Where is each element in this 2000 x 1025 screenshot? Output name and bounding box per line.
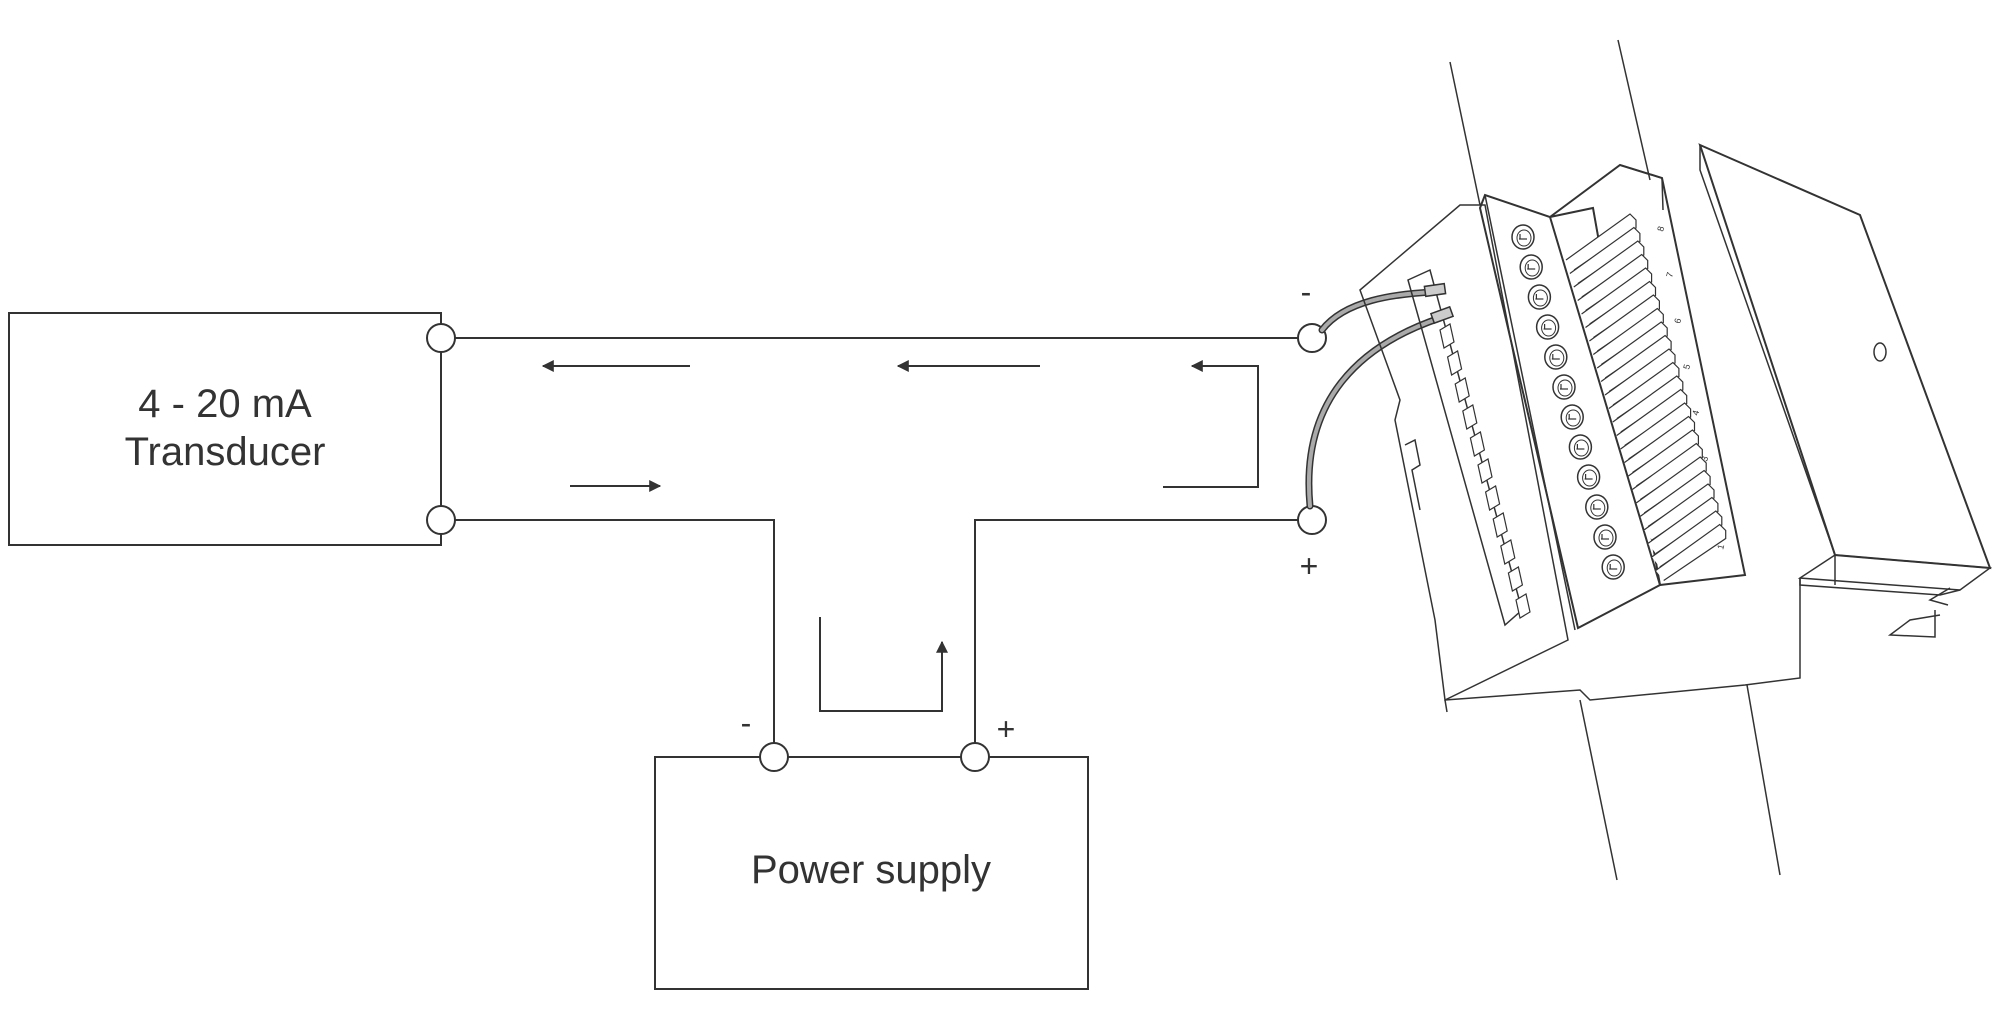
- spring-clamp: [1655, 523, 1727, 581]
- screw-icon: [1544, 344, 1568, 370]
- supply-minus-sign: -: [741, 705, 752, 741]
- wire-slot: [1515, 593, 1531, 619]
- wire-slot: [1469, 431, 1486, 457]
- cable-plus-inner: [1306, 316, 1442, 508]
- wire-slot: [1446, 350, 1463, 376]
- wire-slot: [1462, 404, 1478, 430]
- module-terminal-plus: [1297, 505, 1327, 535]
- wire-slot: [1500, 539, 1516, 565]
- wire-slot: [1477, 458, 1493, 484]
- flow-arrow-corner: [1163, 360, 1259, 488]
- screw-icon: [1519, 254, 1543, 280]
- module-channel-7: 7: [1664, 271, 1675, 278]
- module-channel-8: 8: [1655, 225, 1666, 232]
- screw-icon: [1552, 374, 1576, 400]
- power-supply-label: Power supply: [751, 848, 991, 892]
- wire-entry-slots: [1439, 323, 1531, 619]
- transducer-label-line2: Transducer: [125, 430, 326, 474]
- flow-arrow-up: [819, 617, 948, 712]
- module-channel-1: 1: [1715, 543, 1726, 550]
- cable-minus-inner: [1320, 290, 1435, 332]
- transducer-terminal-top: [426, 323, 456, 353]
- module-plus-sign: +: [1300, 548, 1319, 584]
- module-channel-5: 5: [1681, 363, 1692, 370]
- screw-icon: [1568, 434, 1593, 460]
- wire-slot: [1484, 485, 1501, 511]
- module-channel-6: 6: [1672, 317, 1683, 324]
- spring-clamps: [1565, 213, 1727, 581]
- transducer-box: [8, 312, 442, 546]
- transducer-label-line1: 4 - 20 mA: [138, 382, 312, 426]
- screw-icon: [1535, 314, 1560, 340]
- screw-icon: [1576, 464, 1601, 490]
- bottom-right-wire: [974, 519, 1312, 757]
- screw-icon: [1593, 524, 1617, 550]
- module-minus-sign: -: [1301, 274, 1312, 310]
- module-channel-3: 3: [1699, 455, 1710, 462]
- supply-terminal-plus: [960, 742, 990, 772]
- transducer-terminal-bottom: [426, 505, 456, 535]
- wire-slot: [1492, 512, 1508, 538]
- wire-slot: [1454, 377, 1470, 403]
- wire-slot: [1439, 323, 1455, 349]
- bottom-left-wire: [441, 519, 775, 757]
- screw-icon: [1601, 554, 1625, 580]
- io-module-illustration: 8 7 6 5 4 3 2 1: [1359, 39, 1993, 881]
- cable-plus: [1305, 314, 1444, 510]
- screw-icon: [1560, 404, 1584, 430]
- screw-icon: [1585, 494, 1609, 520]
- terminal-screws: [1511, 224, 1625, 580]
- supply-plus-sign: +: [997, 711, 1016, 747]
- screw-icon: [1527, 284, 1552, 310]
- wire-slot: [1507, 566, 1524, 592]
- screw-icon: [1511, 224, 1535, 250]
- supply-terminal-minus: [759, 742, 789, 772]
- module-channel-4: 4: [1690, 409, 1701, 416]
